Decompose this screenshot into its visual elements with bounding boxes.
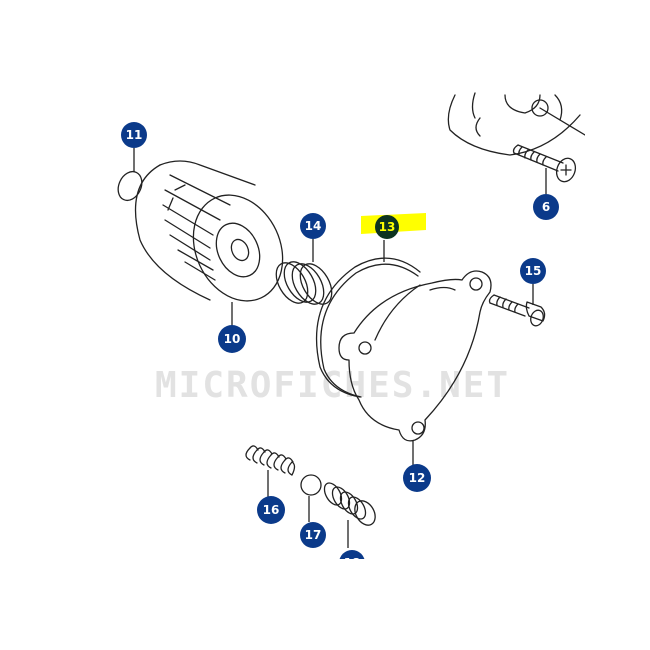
callout-label: 14 bbox=[305, 219, 322, 233]
callout-17[interactable]: 17 bbox=[300, 522, 326, 548]
part-10-oil-filter bbox=[134, 160, 284, 302]
callout-label: 15 bbox=[525, 264, 542, 278]
callout-6[interactable]: 6 bbox=[533, 194, 559, 220]
part-14-spring bbox=[275, 261, 333, 305]
callout-label: 18 bbox=[344, 556, 361, 570]
callout-label: 13 bbox=[379, 220, 396, 234]
callout-label: 10 bbox=[224, 332, 241, 346]
callout-label: 17 bbox=[305, 528, 322, 542]
callout-14[interactable]: 14 bbox=[300, 213, 326, 239]
callout-15[interactable]: 15 bbox=[520, 258, 546, 284]
callout-13[interactable]: 13 bbox=[375, 215, 399, 239]
callout-12[interactable]: 12 bbox=[403, 464, 431, 492]
part-13-cover-o-ring bbox=[316, 257, 421, 398]
watermark: MICROFICHES.NET bbox=[155, 365, 510, 406]
part-12-filter-cover bbox=[338, 270, 492, 442]
part-17-ball bbox=[300, 474, 322, 496]
part-18-plug bbox=[323, 482, 376, 526]
part-16-relief-spring bbox=[245, 445, 296, 476]
callout-label: 16 bbox=[263, 503, 280, 517]
part-11-o-ring bbox=[117, 170, 143, 202]
callout-label: 11 bbox=[126, 128, 143, 142]
callout-label: 6 bbox=[542, 200, 550, 214]
part-6-screw bbox=[512, 144, 577, 183]
part-15-bolt bbox=[488, 294, 546, 327]
engine-case-fragment bbox=[447, 92, 585, 156]
callout-10[interactable]: 10 bbox=[218, 325, 246, 353]
callout-11[interactable]: 11 bbox=[121, 122, 147, 148]
callout-18[interactable]: 18 bbox=[339, 550, 365, 576]
callout-label: 12 bbox=[409, 471, 426, 485]
callout-16[interactable]: 16 bbox=[257, 496, 285, 524]
